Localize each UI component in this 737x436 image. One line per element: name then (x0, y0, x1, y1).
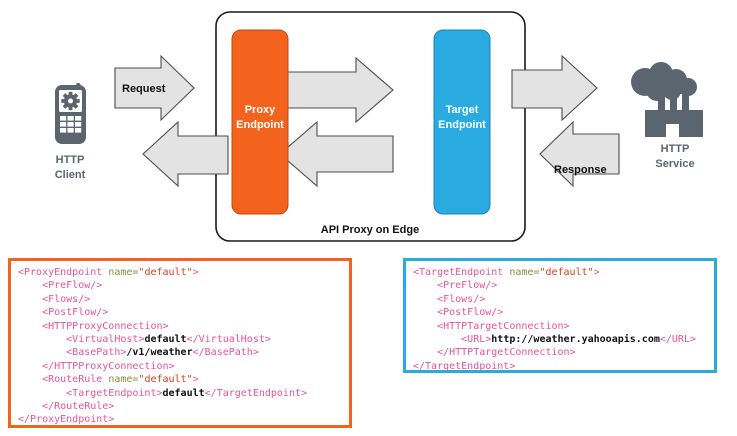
proxy-endpoint-box[interactable] (231, 29, 289, 215)
code-token-tag: </VirtualHost> (186, 333, 271, 345)
code-token-attr: name= (509, 267, 540, 278)
code-token-val: "default" (138, 374, 193, 386)
code-token-tag: </RouteRule> (18, 400, 115, 412)
code-token-text: /v1/weather (126, 347, 193, 359)
code-line: <RouteRule name="default"> (18, 373, 343, 386)
code-line: <Flows/> (413, 293, 708, 306)
http-service-label-line2: Service (655, 158, 694, 170)
code-line: <Flows/> (18, 293, 343, 306)
arrow-response-service-to-target (539, 120, 620, 188)
code-token-tag: <Flows/> (18, 293, 91, 305)
code-token-tag: <PostFlow/> (18, 307, 109, 319)
code-line: <PostFlow/> (413, 306, 708, 319)
code-token-tag: <TargetEndpoint> (18, 387, 163, 399)
api-proxy-container-label: API Proxy on Edge (321, 224, 419, 236)
target-endpoint-label-line2: Endpoint (438, 119, 486, 131)
code-token-tag: <PreFlow/> (18, 280, 103, 292)
code-line: <PostFlow/> (18, 306, 343, 319)
code-line: </HTTPProxyConnection> (18, 360, 343, 373)
code-token-tag: <RouteRule (18, 374, 109, 386)
code-token-attr: name= (108, 374, 139, 386)
http-service-label-line1: HTTP (661, 143, 690, 155)
code-line: <TargetEndpoint>default</TargetEndpoint> (18, 387, 343, 400)
arrow-label-request: Request (122, 83, 166, 95)
code-line: </HTTPTargetConnection> (413, 346, 708, 359)
code-token-tag: </HTTPTargetConnection> (413, 347, 576, 359)
target-endpoint-label-line1: Target (446, 104, 479, 116)
mobile-phone-gear-icon (55, 83, 86, 144)
arrow-target-to-proxy (279, 120, 394, 188)
code-token-tag: </TargetEndpoint> (204, 387, 308, 399)
arrow-request-client-to-proxy (114, 54, 195, 122)
code-token-tag: </BasePath> (192, 347, 259, 359)
code-token-text: default (162, 387, 205, 399)
code-token-tag: <HTTPProxyConnection> (18, 320, 169, 332)
code-line: <URL>http://weather.yahooapis.com</URL> (413, 333, 708, 346)
code-token-text: http://weather.yahooapis.com (491, 333, 660, 345)
code-line: <HTTPTargetConnection> (413, 320, 708, 333)
code-line: <HTTPProxyConnection> (18, 320, 343, 333)
proxy-endpoint-label-line1: Proxy (245, 104, 276, 116)
code-token-tag: <VirtualHost> (18, 333, 145, 345)
code-token-tag: <URL> (413, 333, 492, 345)
code-token-attr: name= (108, 267, 139, 278)
code-line: <BasePath>/v1/weather</BasePath> (18, 346, 343, 359)
code-token-tag: > (192, 267, 199, 278)
target-endpoint-config-block: <TargetEndpoint name="default"> <PreFlow… (403, 258, 717, 373)
code-line: <TargetEndpoint name="default"> (413, 266, 708, 279)
code-line: </RouteRule> (18, 400, 343, 413)
code-token-tag: </TargetEndpoint> (413, 360, 516, 372)
code-token-tag: <ProxyEndpoint (18, 267, 109, 278)
code-line: <PreFlow/> (18, 279, 343, 292)
code-token-val: "default" (539, 267, 594, 278)
arrow-proxy-to-target (279, 56, 394, 124)
code-token-tag: <Flows/> (413, 293, 486, 305)
code-token-val: "default" (138, 267, 193, 278)
code-line: <VirtualHost>default</VirtualHost> (18, 333, 343, 346)
http-client-label-line1: HTTP (56, 154, 85, 166)
code-line: </TargetEndpoint> (413, 360, 708, 372)
code-token-tag: <TargetEndpoint (413, 267, 510, 278)
code-line: </ProxyEndpoint> (18, 413, 343, 426)
code-token-text: default (144, 333, 187, 345)
code-token-tag: <HTTPTargetConnection> (413, 320, 570, 332)
cloud-factory-icon (631, 62, 703, 137)
code-token-tag: </URL> (659, 333, 696, 345)
code-token-tag: > (593, 267, 600, 278)
http-client-label-line2: Client (55, 169, 86, 181)
proxy-endpoint-config-block: <ProxyEndpoint name="default"> <PreFlow/… (8, 258, 352, 428)
code-token-tag: <PostFlow/> (413, 307, 504, 319)
api-proxy-flow-diagram: Request Response Proxy Endpoint Target E… (55, 11, 703, 242)
arrow-label-response: Response (554, 164, 607, 176)
arrow-target-to-service (511, 54, 598, 122)
arrow-proxy-to-client (142, 120, 229, 188)
code-token-tag: <PreFlow/> (413, 280, 498, 292)
code-token-tag: </HTTPProxyConnection> (18, 360, 175, 372)
code-token-tag: > (192, 374, 199, 386)
proxy-endpoint-label-line2: Endpoint (236, 119, 284, 131)
code-line: <PreFlow/> (413, 279, 708, 292)
target-endpoint-box[interactable] (433, 29, 491, 215)
code-token-tag: </ProxyEndpoint> (18, 414, 115, 426)
code-token-tag: <BasePath> (18, 347, 127, 359)
code-line: <ProxyEndpoint name="default"> (18, 266, 343, 279)
